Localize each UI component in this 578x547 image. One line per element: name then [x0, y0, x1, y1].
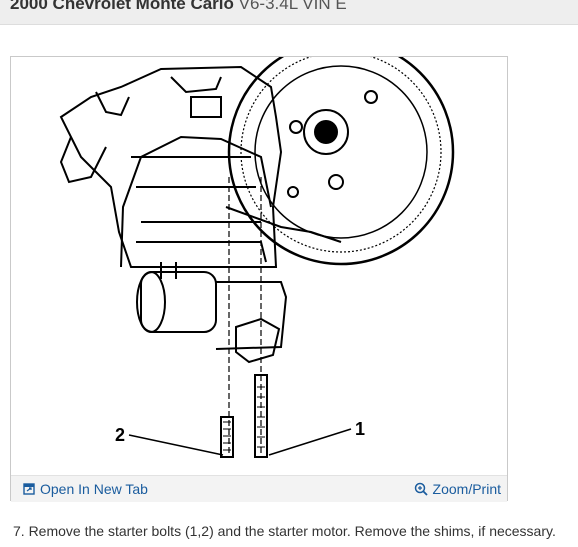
callout-2: 2	[115, 425, 125, 445]
magnifier-plus-icon	[414, 482, 428, 496]
header-band: 2000 Chevrolet Monte Carlo V6-3.4L VIN E	[0, 0, 578, 25]
zoom-print-link[interactable]: Zoom/Print	[414, 481, 501, 497]
open-new-tab-label: Open In New Tab	[40, 481, 148, 497]
vehicle-name: 2000 Chevrolet Monte Carlo	[10, 0, 234, 13]
zoom-print-label: Zoom/Print	[432, 481, 501, 497]
figure-card: 2 1 Open In New Tab Zoom/Print	[10, 56, 508, 502]
page-title: 2000 Chevrolet Monte Carlo V6-3.4L VIN E	[10, 0, 347, 14]
callout-1: 1	[355, 419, 365, 439]
figure-toolbar: Open In New Tab Zoom/Print	[11, 475, 507, 502]
external-window-icon	[23, 483, 35, 495]
starter-removal-diagram: 2 1	[59, 57, 455, 458]
engine-spec: V6-3.4L VIN E	[238, 0, 347, 13]
step-caption: 7. Remove the starter bolts (1,2) and th…	[13, 523, 556, 539]
open-new-tab-link[interactable]: Open In New Tab	[23, 481, 148, 497]
